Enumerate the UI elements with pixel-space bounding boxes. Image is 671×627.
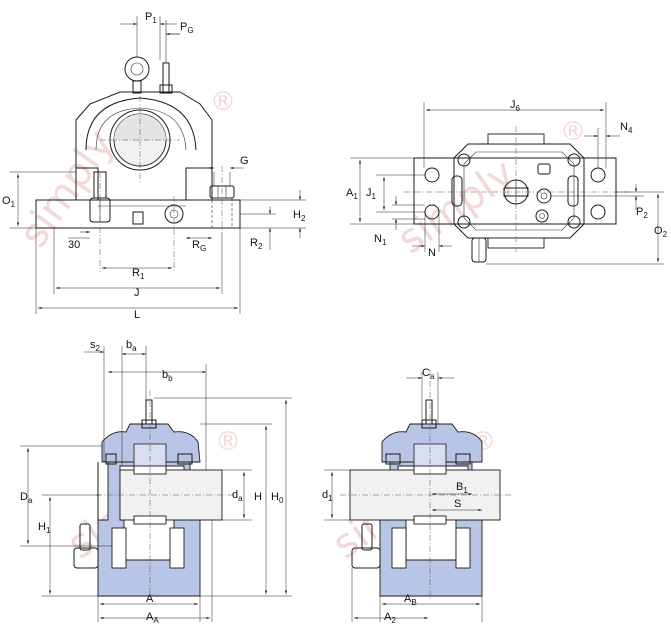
label-s: S [454, 498, 461, 510]
label-ca: Ca [422, 367, 435, 381]
label-r2: R2 [250, 237, 263, 251]
label-n4: N4 [620, 121, 633, 135]
label-n: N [428, 247, 436, 259]
label-p1: P1 [145, 11, 157, 25]
label-da-lower: da [232, 489, 243, 503]
label-ba: ba [126, 339, 137, 353]
label-r1: R1 [132, 267, 145, 281]
label-aa: AA [146, 611, 159, 625]
svg-text:®: ® [560, 117, 586, 147]
label-d1: d1 [322, 489, 333, 503]
label-ab: AB [404, 593, 417, 607]
label-h2: H2 [293, 209, 306, 223]
front-view [35, 20, 241, 272]
svg-text:®: ® [215, 427, 241, 457]
dimension-labels: P1 PG G O1 H2 30 RG R2 R1 J L J6 N4 A1 J… [2, 11, 668, 625]
label-a1: A1 [346, 187, 358, 201]
label-g: G [240, 155, 249, 167]
section-left-dimensions [20, 346, 292, 622]
label-s2: s2 [90, 339, 101, 353]
top-view [404, 126, 632, 263]
label-pg: PG [180, 21, 194, 35]
top-view-dimensions [350, 102, 664, 265]
label-a2: A2 [384, 611, 396, 625]
front-view-dimensions [10, 16, 306, 314]
label-h0: H0 [271, 491, 284, 505]
label-30: 30 [68, 239, 80, 251]
section-view-right [340, 370, 512, 600]
label-j6: J6 [510, 99, 521, 113]
label-o2: O2 [654, 225, 668, 239]
label-h: H [254, 491, 262, 503]
label-p2: P2 [636, 206, 648, 220]
label-a: A [146, 593, 154, 605]
section-right-dimensions [324, 372, 483, 622]
label-n1: N1 [374, 233, 387, 247]
svg-text:®: ® [210, 87, 236, 117]
label-l: L [134, 309, 140, 321]
label-j1: J1 [366, 187, 377, 201]
section-view-left [73, 390, 236, 600]
label-rg: RG [192, 239, 206, 253]
label-da-upper: Da [20, 491, 33, 505]
label-bb: bb [162, 369, 173, 383]
watermark-top-left: simply ® [11, 87, 236, 256]
label-h1: H1 [38, 521, 51, 535]
label-b1: B1 [456, 481, 468, 495]
label-o1: O1 [2, 195, 16, 209]
label-j: J [134, 287, 140, 299]
